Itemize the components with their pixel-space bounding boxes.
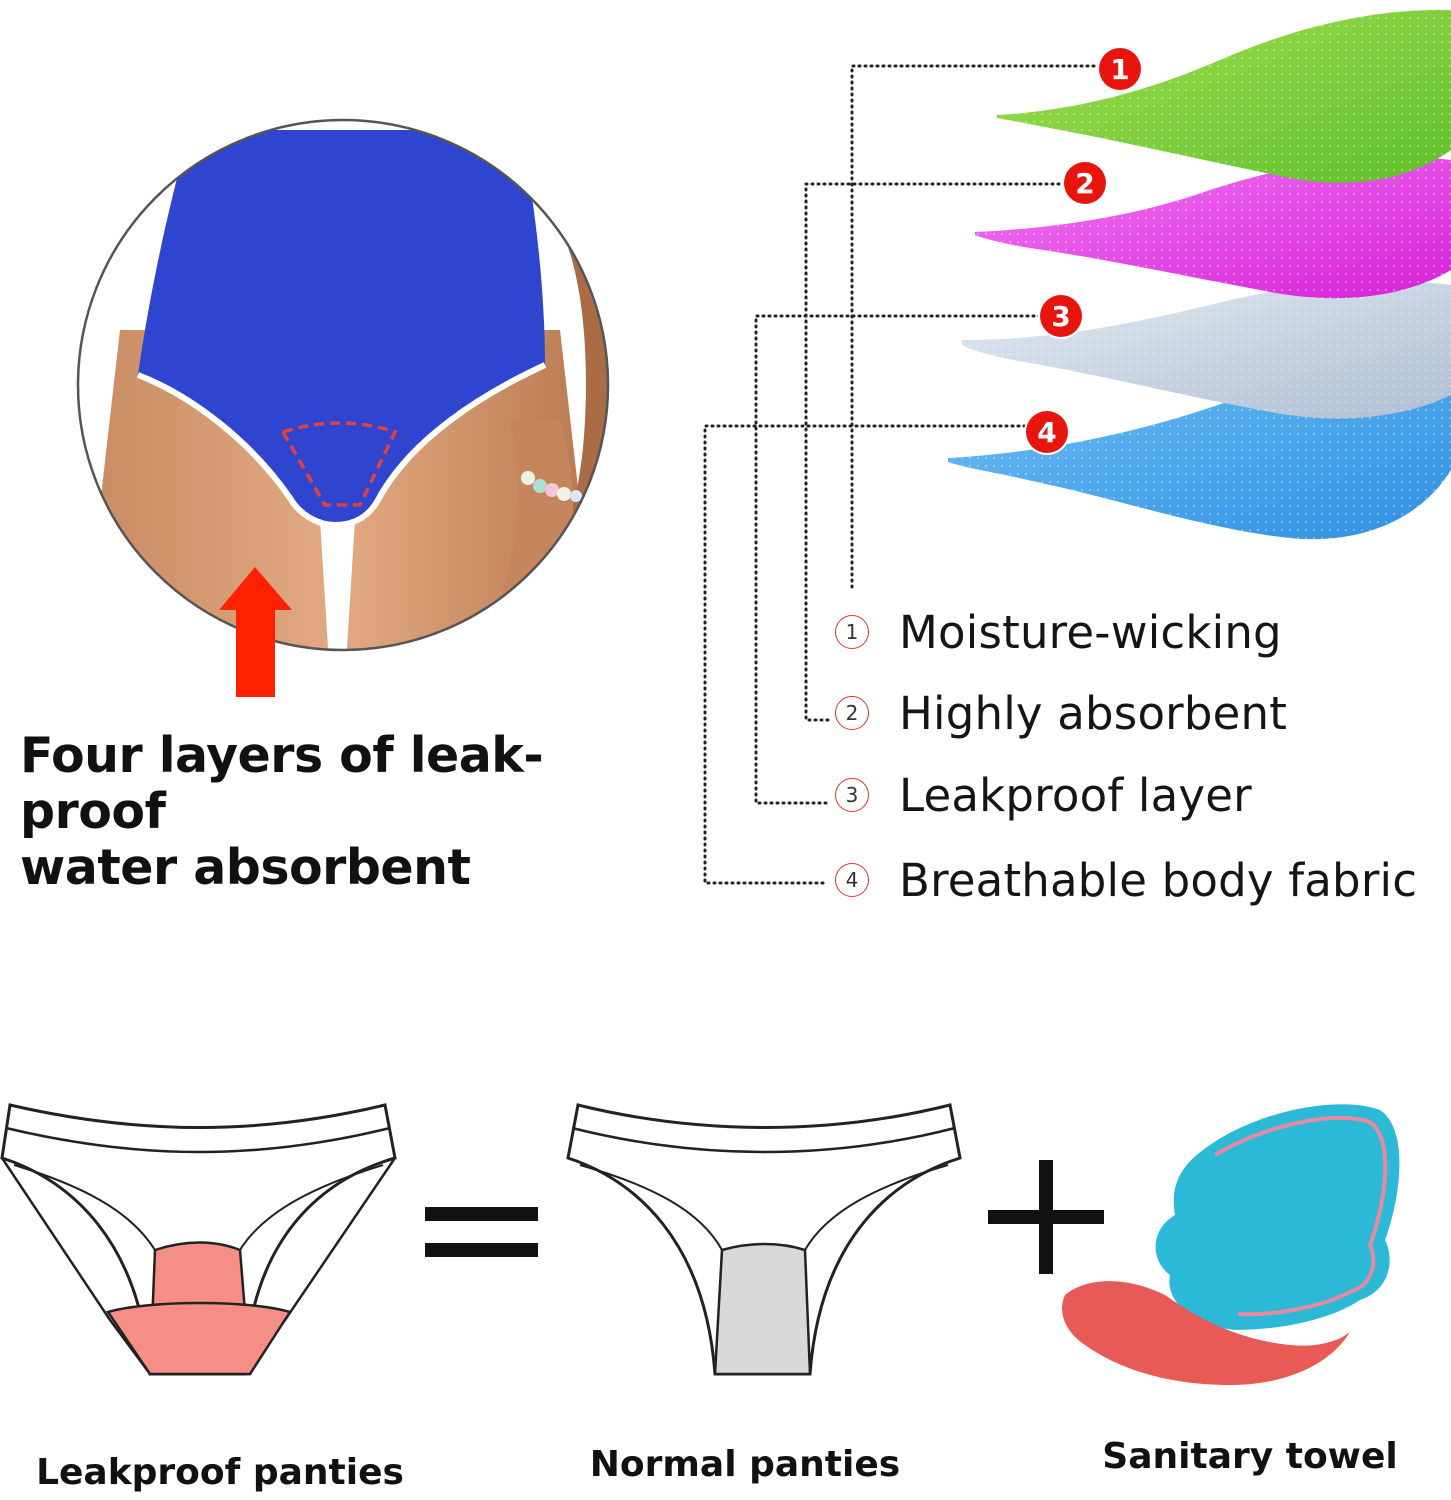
pad-outline — [280, 421, 398, 507]
legend-number-1: 1 — [835, 615, 869, 649]
legend-item-4: 4 Breathable body fabric — [835, 853, 1418, 907]
product-photo — [76, 118, 610, 652]
equals-icon — [425, 1207, 538, 1257]
normal-panties-drawing — [566, 1103, 962, 1376]
legend-number-4: 4 — [835, 863, 869, 897]
legend-label-4: Breathable body fabric — [899, 853, 1418, 907]
headline: Four layers of leak-proof water absorben… — [20, 728, 680, 896]
caption-leakproof-panties: Leakproof panties — [36, 1452, 404, 1493]
blue-brief — [138, 130, 545, 525]
headline-line-1: Four layers of leak-proof — [20, 727, 544, 840]
plus-icon — [988, 1160, 1104, 1274]
legend-label-2: Highly absorbent — [899, 686, 1288, 740]
leader-line-4 — [703, 424, 1027, 885]
layer-2-badge: 2 — [1064, 162, 1106, 204]
legend-item-3: 3 Leakproof layer — [835, 768, 1252, 822]
legend-item-1: 1 Moisture-wicking — [835, 605, 1282, 659]
legend-label-3: Leakproof layer — [899, 768, 1252, 822]
legend-label-1: Moisture-wicking — [899, 605, 1282, 659]
legend-number-3: 3 — [835, 778, 869, 812]
layer-1-sheet — [997, 9, 1451, 183]
legend-item-2: 2 Highly absorbent — [835, 686, 1288, 740]
leader-line-2 — [804, 182, 1067, 722]
sanitary-towel-drawing — [1062, 1104, 1400, 1385]
leakproof-panties-drawing — [0, 1103, 397, 1376]
layer-3-sheet — [962, 281, 1451, 419]
layer-4-badge: 4 — [1026, 411, 1068, 453]
up-arrow-icon — [219, 567, 292, 697]
caption-normal-panties: Normal panties — [589, 1444, 901, 1485]
leader-lines — [703, 64, 1102, 885]
layer-2-sheet — [975, 157, 1451, 299]
leader-line-3 — [754, 314, 1042, 805]
layer-stack — [948, 9, 1451, 540]
headline-line-2: water absorbent — [20, 839, 471, 896]
layer-1-badge: 1 — [1099, 48, 1141, 90]
caption-sanitary-towel: Sanitary towel — [1102, 1436, 1398, 1477]
layer-3-badge: 3 — [1040, 295, 1082, 337]
bracelet — [521, 471, 582, 502]
leader-line-1 — [850, 64, 1102, 592]
legend-number-2: 2 — [835, 696, 869, 730]
